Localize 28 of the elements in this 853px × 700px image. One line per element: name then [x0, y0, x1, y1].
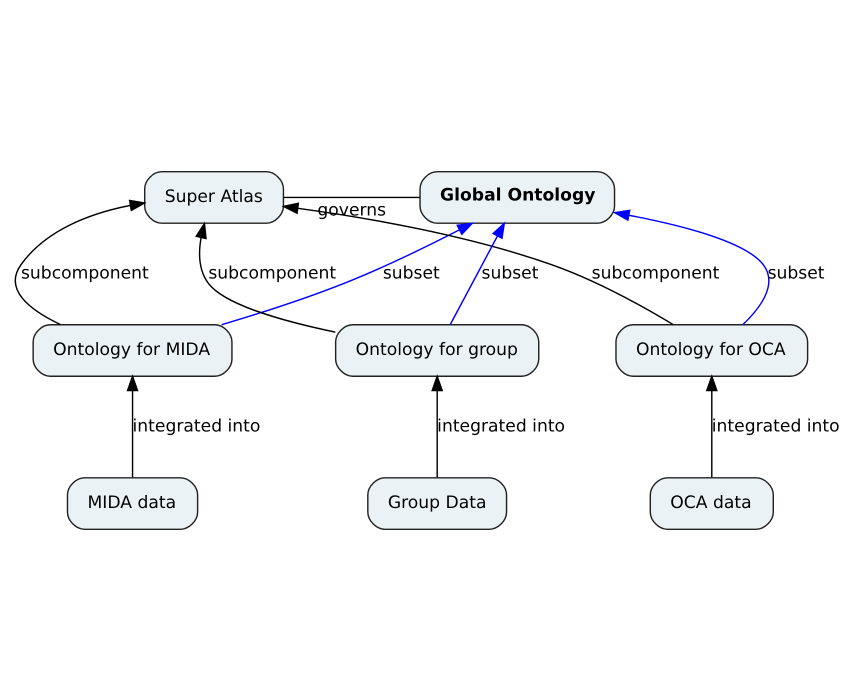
node-box: Global Ontology — [418, 170, 615, 224]
node-box: OCA data — [649, 476, 774, 530]
arrow — [705, 374, 718, 477]
arrow — [194, 220, 335, 332]
edge-label: subcomponent — [208, 262, 336, 283]
edge-label: integrated into — [711, 416, 840, 436]
edge-label: subset — [481, 262, 538, 283]
node-box: Ontology for MIDA — [32, 324, 232, 376]
node-box: Ontology for group — [334, 324, 539, 376]
arrow — [430, 374, 443, 477]
connector — [283, 196, 420, 198]
arrow — [14, 199, 146, 325]
arrow — [449, 220, 505, 324]
edge-label: governs — [316, 200, 386, 220]
edge-label: subset — [382, 262, 440, 283]
node-box: Group Data — [366, 476, 507, 530]
arrow — [612, 208, 769, 325]
edge-label: subcomponent — [20, 262, 148, 283]
node-box: Super Atlas — [144, 170, 284, 224]
edge-label: subcomponent — [591, 262, 719, 283]
edge-label: subset — [767, 262, 824, 283]
arrow — [126, 374, 138, 477]
arrow — [280, 202, 673, 325]
node-box: MIDA data — [66, 476, 198, 530]
edge-label: integrated into — [436, 416, 565, 436]
edge-label: integrated into — [132, 416, 260, 436]
arrow — [220, 222, 474, 325]
node-box: Ontology for OCA — [614, 324, 808, 376]
